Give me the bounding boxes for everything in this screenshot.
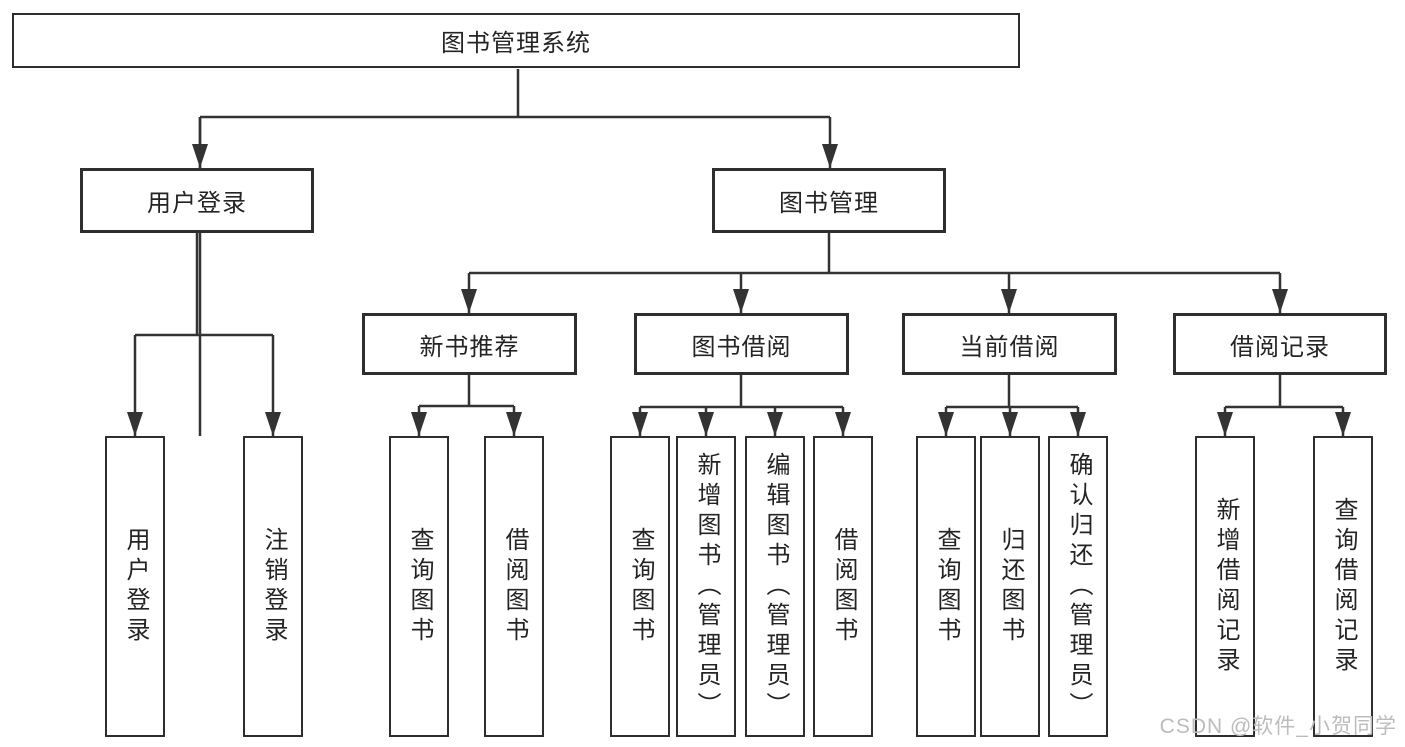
leaf-return-book-label: 归还图书 bbox=[997, 526, 1024, 647]
node-root: 图书管理系统 bbox=[12, 13, 1020, 68]
leaf-borrow-books-borrowing: 借阅图书 bbox=[813, 436, 873, 737]
watermark: CSDN @软件_小贺同学 bbox=[1159, 715, 1397, 738]
leaf-logout: 注销登录 bbox=[243, 436, 303, 737]
node-borrowing-records: 借阅记录 bbox=[1173, 313, 1387, 375]
connector-current-borrowing-to-leaves bbox=[944, 375, 1080, 436]
connector-book-borrowing-to-leaves bbox=[638, 375, 845, 436]
node-borrowing-records-label: 借阅记录 bbox=[1230, 333, 1330, 361]
leaf-query-books-recommend: 查询图书 bbox=[389, 436, 449, 737]
leaf-add-book-admin-label: 新增图书（管理员） bbox=[693, 451, 720, 722]
leaf-confirm-return-admin-label: 确认归还（管理员） bbox=[1065, 451, 1092, 722]
connector-new-book-recommendation-to-leaves bbox=[417, 375, 516, 436]
leaf-borrow-books-recommend: 借阅图书 bbox=[484, 436, 544, 737]
leaf-query-books-borrowing-label: 查询图书 bbox=[627, 526, 654, 647]
leaf-user-login-label: 用户登录 bbox=[122, 526, 149, 647]
leaf-edit-book-admin: 编辑图书（管理员） bbox=[745, 436, 805, 737]
leaf-add-borrow-record-label: 新增借阅记录 bbox=[1212, 496, 1239, 677]
node-user-login-label: 用户登录 bbox=[147, 190, 247, 217]
leaf-add-borrow-record: 新增借阅记录 bbox=[1195, 436, 1255, 737]
leaf-borrow-books-borrowing-label: 借阅图书 bbox=[830, 526, 857, 647]
node-user-login: 用户登录 bbox=[80, 168, 314, 233]
leaf-query-borrow-record: 查询借阅记录 bbox=[1313, 436, 1373, 737]
leaf-return-book: 归还图书 bbox=[980, 436, 1040, 737]
node-root-label: 图书管理系统 bbox=[441, 30, 591, 57]
connector-book-management-to-level3 bbox=[467, 233, 1282, 313]
connector-user-login-to-leaves bbox=[133, 233, 275, 436]
connector-root-to-level2 bbox=[198, 69, 832, 436]
leaf-confirm-return-admin: 确认归还（管理员） bbox=[1048, 436, 1108, 737]
node-book-management-label: 图书管理 bbox=[779, 190, 879, 217]
connector-borrowing-records-to-leaves bbox=[1223, 375, 1345, 436]
node-book-borrowing-label: 图书借阅 bbox=[691, 333, 792, 361]
node-current-borrowing: 当前借阅 bbox=[902, 313, 1117, 375]
leaf-query-books-current-label: 查询图书 bbox=[933, 526, 960, 647]
node-new-book-recommendation: 新书推荐 bbox=[362, 313, 577, 375]
node-new-book-recommendation-label: 新书推荐 bbox=[419, 333, 520, 361]
node-book-management: 图书管理 bbox=[712, 168, 946, 233]
leaf-query-books-recommend-label: 查询图书 bbox=[406, 526, 433, 647]
leaf-logout-label: 注销登录 bbox=[260, 526, 287, 647]
node-current-borrowing-label: 当前借阅 bbox=[959, 333, 1060, 361]
leaf-user-login: 用户登录 bbox=[105, 436, 165, 737]
node-book-borrowing: 图书借阅 bbox=[634, 313, 849, 375]
leaf-query-books-current: 查询图书 bbox=[916, 436, 976, 737]
leaf-borrow-books-recommend-label: 借阅图书 bbox=[501, 526, 528, 647]
leaf-add-book-admin: 新增图书（管理员） bbox=[676, 436, 736, 737]
leaf-query-books-borrowing: 查询图书 bbox=[610, 436, 670, 737]
leaf-query-borrow-record-label: 查询借阅记录 bbox=[1330, 496, 1357, 677]
leaf-edit-book-admin-label: 编辑图书（管理员） bbox=[762, 451, 789, 722]
